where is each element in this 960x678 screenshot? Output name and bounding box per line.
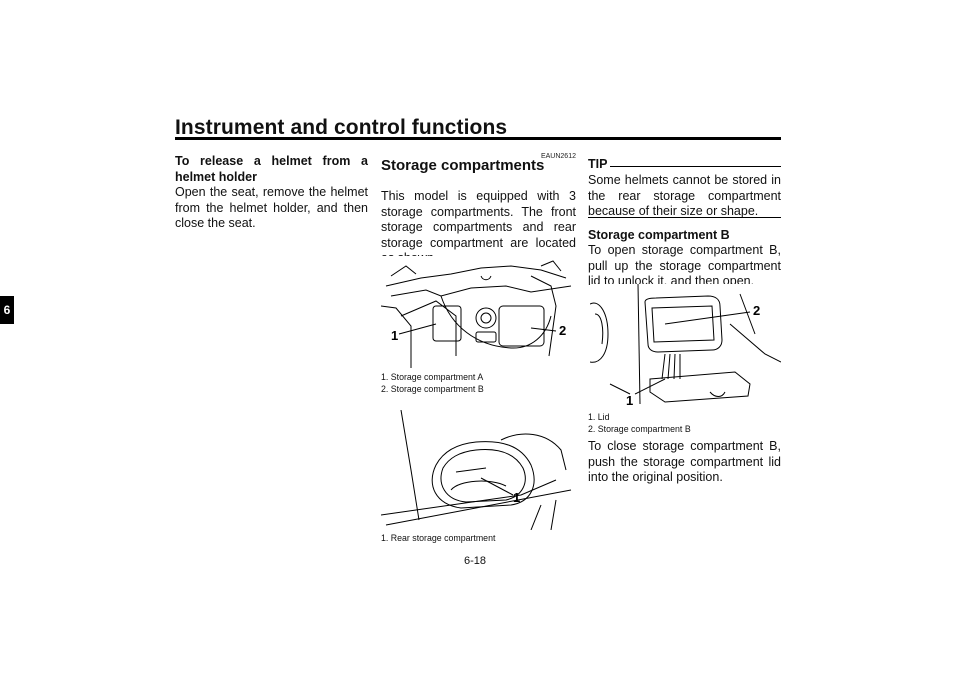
tip-text: Some helmets cannot be stored in the rea… xyxy=(588,173,781,219)
page-number: 6-18 xyxy=(464,555,487,567)
helmet-release-heading: To release a helmet from a helmet holder xyxy=(175,154,368,184)
tip-top-rule xyxy=(610,166,781,167)
front-storage-illustration: 1 2 xyxy=(381,256,576,368)
compartment-b-heading: Storage compartment B xyxy=(588,228,730,242)
fig3-callout-1: 1 xyxy=(626,393,633,408)
fig1-callout-1: 1 xyxy=(391,328,398,343)
fig3-caption-1: 1. Lid xyxy=(588,412,610,422)
fig2-callout-1: 1 xyxy=(513,490,520,505)
fig1-callout-2: 2 xyxy=(559,323,566,338)
helmet-release-text: Open the seat, remove the helmet from th… xyxy=(175,185,368,231)
compartment-b-illustration: 2 1 xyxy=(590,284,781,409)
fig1-caption-2: 2. Storage compartment B xyxy=(381,384,484,394)
fig2-caption-1: 1. Rear storage compartment xyxy=(381,533,496,543)
fig1-caption-1: 1. Storage compartment A xyxy=(381,372,484,382)
storage-compartments-heading: Storage compartments xyxy=(381,157,545,174)
tip-title: TIP xyxy=(588,157,608,171)
tip-bottom-rule xyxy=(588,217,781,218)
rear-storage-illustration: 1 xyxy=(381,410,576,530)
fig3-caption-2: 2. Storage compartment B xyxy=(588,424,691,434)
page-title: Instrument and control functions xyxy=(175,116,508,139)
open-compartment-text: To open storage compartment B, pull up t… xyxy=(588,243,781,289)
fig3-callout-2: 2 xyxy=(753,303,760,318)
section-code: EAUN2612 xyxy=(540,153,576,160)
close-compartment-text: To close storage compartment B, push the… xyxy=(588,439,781,485)
chapter-tab: 6 xyxy=(0,296,14,324)
header-rule xyxy=(175,137,781,140)
